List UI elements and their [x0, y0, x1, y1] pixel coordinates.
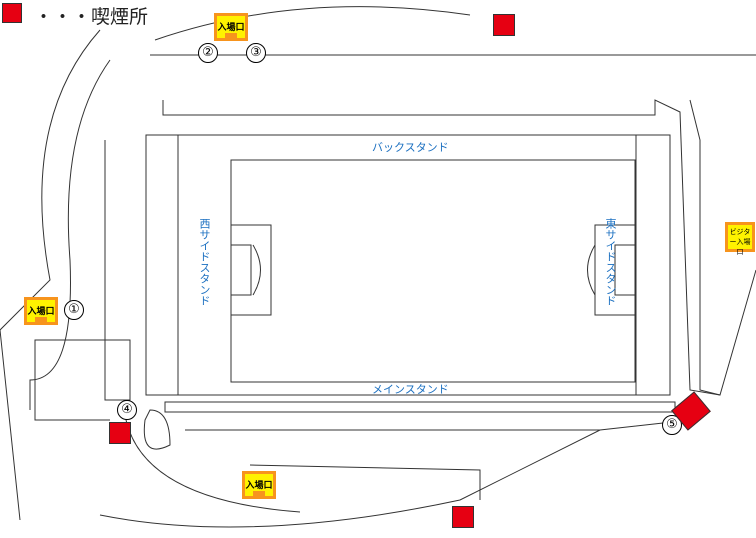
- legend-label: ・・・喫煙所: [34, 6, 149, 28]
- gate-number-5: ⑤: [662, 415, 682, 435]
- entrance-gate-south: 入場口: [242, 471, 276, 499]
- east-stand-label: 東サイドスタンド: [604, 218, 617, 306]
- smoking-area-south: [452, 506, 474, 528]
- gate-label: 入場口: [245, 481, 273, 491]
- entrance-gate-top: 入場口: [214, 13, 248, 41]
- gate-number-3: ③: [246, 43, 266, 63]
- gate-number-2: ②: [198, 43, 218, 63]
- west-stand-label: 西サイドスタンド: [198, 218, 211, 306]
- main-stand-label: メインスタンド: [372, 383, 449, 396]
- gate-label: ビジター入場口: [729, 228, 751, 256]
- gate-number-4: ④: [117, 400, 137, 420]
- smoking-area-southwest: [109, 422, 131, 444]
- visitor-gate: ビジター入場口: [725, 222, 755, 256]
- legend-smoking-swatch: [2, 3, 22, 23]
- gate-label: 入場口: [217, 23, 245, 33]
- gate-number-1: ①: [64, 300, 84, 320]
- back-stand-label: バックスタンド: [372, 141, 449, 154]
- smoking-area-north: [493, 14, 515, 36]
- entrance-gate-west: 入場口: [24, 297, 58, 325]
- gate-label: 入場口: [27, 307, 55, 317]
